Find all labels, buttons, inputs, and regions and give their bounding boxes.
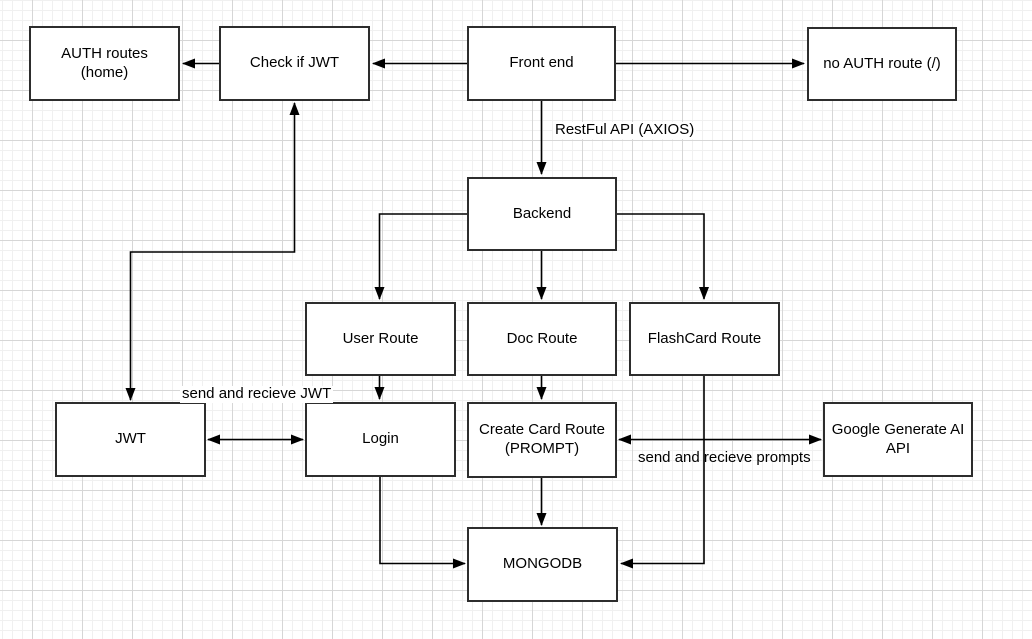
node-login[interactable]: Login bbox=[305, 402, 456, 477]
edge-label-restful-api[interactable]: RestFul API (AXIOS) bbox=[553, 121, 697, 139]
node-check-jwt[interactable]: Check if JWT bbox=[219, 26, 370, 101]
edge-flashcardroute-to-mongodb[interactable] bbox=[620, 376, 705, 569]
edge-backend-to-userroute[interactable] bbox=[374, 213, 468, 300]
node-doc-route[interactable]: Doc Route bbox=[467, 302, 617, 376]
node-backend-label: Backend bbox=[512, 204, 572, 222]
node-no-auth-route[interactable]: no AUTH route (/) bbox=[807, 27, 957, 101]
edge-label-send-recieve-prompts[interactable]: send and recieve prompts bbox=[638, 449, 811, 466]
node-google-generate-ai-api[interactable]: Google Generate AI API bbox=[823, 402, 973, 477]
node-flashcard-route[interactable]: FlashCard Route bbox=[629, 302, 780, 376]
node-login-label: Login bbox=[362, 430, 399, 448]
node-check-jwt-label: Check if JWT bbox=[249, 54, 340, 72]
node-front-end[interactable]: Front end bbox=[467, 26, 616, 101]
node-auth-routes[interactable]: AUTH routes (home) bbox=[29, 26, 180, 101]
node-jwt[interactable]: JWT bbox=[55, 402, 206, 477]
node-create-card-route[interactable]: Create Card Route (PROMPT) bbox=[467, 402, 617, 478]
node-jwt-label: JWT bbox=[115, 430, 146, 448]
edge-checkjwt-jwt-bidirectional[interactable] bbox=[125, 102, 300, 401]
edge-login-to-mongodb[interactable] bbox=[379, 477, 466, 569]
node-create-card-route-label: Create Card Route (PROMPT) bbox=[479, 421, 605, 457]
node-user-route-label: User Route bbox=[342, 329, 419, 347]
node-backend[interactable]: Backend bbox=[467, 177, 617, 251]
node-auth-routes-label: AUTH routes (home) bbox=[61, 44, 148, 81]
node-google-generate-ai-api-label: Google Generate AI API bbox=[831, 420, 965, 457]
node-no-auth-route-label: no AUTH route (/) bbox=[823, 54, 941, 72]
node-mongodb[interactable]: MONGODB bbox=[467, 527, 618, 602]
edge-label-send-recieve-jwt[interactable]: send and recieve JWT bbox=[180, 385, 334, 403]
node-user-route[interactable]: User Route bbox=[305, 302, 456, 376]
node-mongodb-label: MONGODB bbox=[502, 555, 583, 573]
node-front-end-label: Front end bbox=[509, 54, 574, 72]
node-doc-route-label: Doc Route bbox=[506, 329, 578, 347]
node-flashcard-route-label: FlashCard Route bbox=[647, 329, 762, 347]
edge-backend-to-flashcardroute[interactable] bbox=[617, 213, 709, 300]
